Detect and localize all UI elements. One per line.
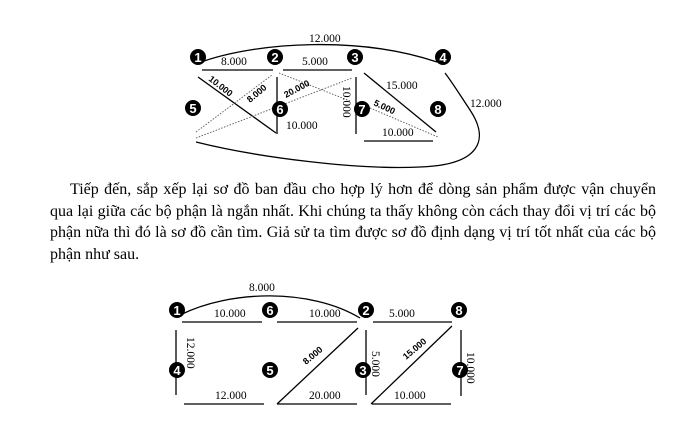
- label-diag-15: 15.000: [386, 80, 418, 92]
- svg-text:6: 6: [276, 102, 283, 117]
- label-edge-7-8: 10.000: [382, 127, 414, 139]
- edge-diag-15: [363, 72, 437, 133]
- edge-3-8: [370, 325, 453, 405]
- edge-dotted-8: [195, 74, 273, 133]
- svg-text:4: 4: [439, 50, 447, 65]
- svg-text:8: 8: [455, 303, 462, 318]
- label-curve-1-2: 8.000: [249, 282, 275, 294]
- label-vert-7: 10.000: [340, 86, 352, 118]
- edge-5-2: [276, 327, 359, 405]
- node-4: 4: [169, 362, 185, 378]
- edge-dotted-2-7: [278, 72, 351, 102]
- label-diag-20: 20.000: [282, 78, 311, 100]
- diagram1-labels: 12.000 8.000 5.000 10.000 8.000 20.000 1…: [207, 33, 502, 139]
- label-diag-3-8: 15.000: [401, 336, 429, 361]
- svg-text:7: 7: [358, 102, 365, 117]
- label-curve-4-5: 12.000: [470, 98, 502, 110]
- svg-text:2: 2: [271, 50, 278, 65]
- label-diag-8: 8.000: [245, 82, 269, 104]
- label-edge-2-8: 5.000: [389, 308, 415, 320]
- diagram2-nodes: 1 6 2 8 4 5 3 7: [169, 302, 468, 378]
- node-8: 8: [451, 302, 467, 318]
- label-diag-7: 5.000: [372, 98, 397, 117]
- node-3: 3: [347, 49, 363, 65]
- svg-text:7: 7: [456, 363, 463, 378]
- edge-curve-1-4: [203, 43, 438, 63]
- svg-text:3: 3: [359, 363, 366, 378]
- node-2: 2: [358, 302, 374, 318]
- node-5: 5: [185, 100, 201, 116]
- edge-curve-1-2: [179, 295, 361, 319]
- label-bottom-5-3: 20.000: [309, 390, 341, 402]
- svg-text:8: 8: [434, 102, 441, 117]
- label-bottom-4-5: 12.000: [215, 390, 247, 402]
- node-4: 4: [435, 49, 451, 65]
- svg-text:5: 5: [189, 101, 196, 116]
- svg-text:1: 1: [173, 303, 180, 318]
- svg-text:6: 6: [266, 303, 273, 318]
- svg-text:3: 3: [351, 50, 358, 65]
- label-vert-8-7: 10.000: [464, 352, 476, 384]
- diagram2-edges: [175, 295, 462, 405]
- svg-text:2: 2: [362, 303, 369, 318]
- node-2: 2: [267, 49, 283, 65]
- node-6: 6: [262, 302, 278, 318]
- diagram1-nodes: 1 2 3 4 5 6 7 8: [185, 49, 451, 117]
- node-1: 1: [190, 49, 206, 65]
- node-1: 1: [169, 302, 185, 318]
- label-vert-1-4: 12.000: [184, 337, 196, 369]
- node-7: 7: [452, 362, 468, 378]
- svg-text:4: 4: [173, 363, 181, 378]
- node-6: 6: [272, 101, 288, 117]
- label-edge-1-2: 8.000: [221, 56, 247, 68]
- node-3: 3: [355, 362, 371, 378]
- label-edge-2-3: 5.000: [302, 56, 328, 68]
- svg-text:5: 5: [266, 363, 273, 378]
- edge-diag-10: [197, 76, 277, 134]
- label-bottom-3-7: 10.000: [394, 390, 426, 402]
- label-edge-6-2: 10.000: [309, 308, 341, 320]
- label-edge-1-6: 10.000: [214, 308, 246, 320]
- node-7: 7: [354, 101, 370, 117]
- label-vert-2-3: 5.000: [369, 351, 381, 377]
- edge-curve-4-5: [195, 72, 480, 169]
- node-5: 5: [262, 362, 278, 378]
- svg-text:1: 1: [194, 50, 201, 65]
- edge-dotted-7: [369, 107, 439, 138]
- node-8: 8: [430, 101, 446, 117]
- label-curve-1-4: 12.000: [309, 33, 341, 45]
- edge-dotted-20: [195, 77, 353, 139]
- label-edge-6: 10.000: [286, 120, 318, 132]
- body-paragraph: Tiếp đến, sắp xếp lại sơ đồ ban đầu cho …: [50, 181, 656, 263]
